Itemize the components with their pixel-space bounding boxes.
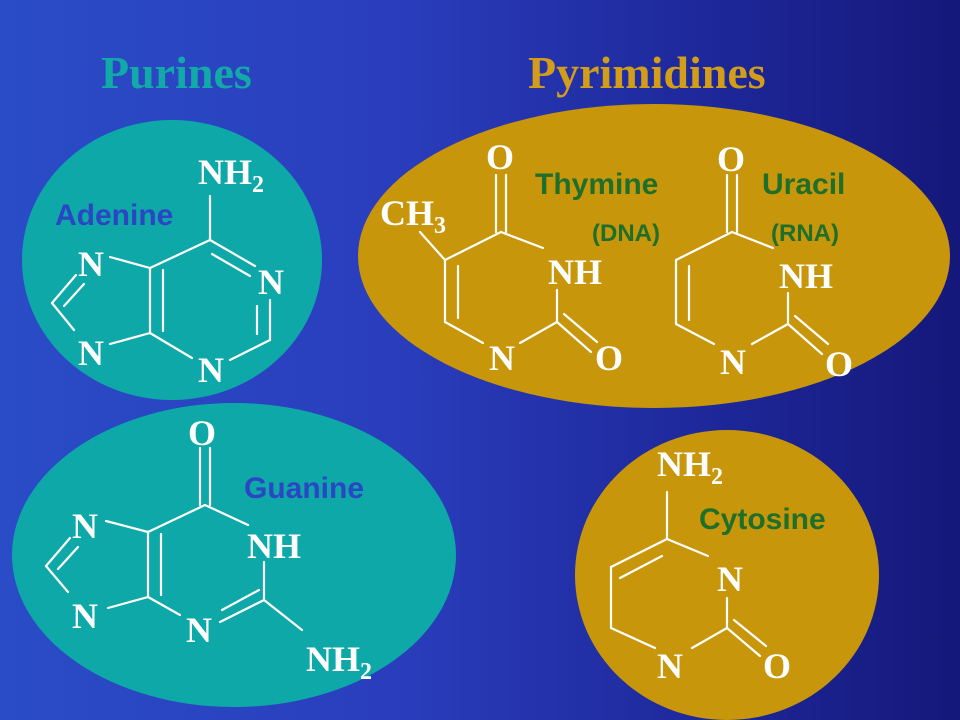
guanine-oxygen: O: [188, 413, 217, 453]
uracil-nh: NH: [779, 256, 833, 296]
guanine-name: Guanine: [244, 472, 365, 505]
cytosine-n-ring: N: [717, 559, 743, 599]
cytosine-n: N: [657, 646, 683, 686]
adenine-ellipse: [22, 120, 322, 400]
uracil-o-top: O: [717, 139, 746, 179]
thymine-bonds: [418, 173, 599, 354]
guanine-bonds: [44, 446, 304, 632]
uracil-name: Uracil: [762, 168, 846, 201]
adenine-n9: N: [78, 333, 104, 373]
cytosine-name: Cytosine: [699, 503, 826, 536]
adenine-bonds: [50, 194, 272, 362]
thymine-methyl: CH3: [380, 193, 446, 238]
purines-heading: Purines: [101, 47, 252, 98]
adenine-n1: N: [258, 262, 284, 302]
thymine-o-bottom: O: [595, 338, 624, 378]
guanine-n3: N: [186, 610, 212, 650]
cytosine-amine-sub: 2: [711, 464, 723, 490]
cytosine-amine: NH2: [657, 444, 723, 489]
thymine-n: N: [489, 338, 515, 378]
guanine-n7: N: [72, 506, 98, 546]
thymine-methyl-sub: 3: [434, 213, 446, 239]
guanine-ellipse: [12, 403, 456, 707]
cytosine-o: O: [763, 646, 792, 686]
uracil-note: (RNA): [771, 220, 839, 247]
adenine-n7: N: [78, 244, 104, 284]
adenine-amine-text: NH: [198, 152, 252, 192]
thymine-nh: NH: [548, 252, 602, 292]
guanine-amine: NH2: [306, 639, 372, 684]
adenine-amine-sub: 2: [252, 172, 264, 198]
guanine-amine-sub: 2: [360, 659, 372, 685]
guanine-nh: NH: [247, 526, 301, 566]
uracil-bonds: [674, 173, 830, 356]
pyrimidines-heading: Pyrimidines: [528, 47, 766, 98]
guanine-n9: N: [72, 596, 98, 636]
adenine-name: Adenine: [55, 199, 174, 232]
thymine-name: Thymine: [535, 168, 659, 201]
adenine-amine: NH2: [198, 152, 264, 197]
cytosine-bonds: [609, 490, 768, 658]
pyrimidine-ellipse: [358, 104, 950, 408]
adenine-n3: N: [198, 350, 224, 390]
uracil-n: N: [720, 342, 746, 382]
thymine-methyl-text: CH: [380, 193, 434, 233]
uracil-o-bottom: O: [825, 344, 854, 384]
cytosine-amine-text: NH: [657, 444, 711, 484]
guanine-amine-text: NH: [306, 639, 360, 679]
cytosine-ellipse: [575, 430, 879, 720]
thymine-o-top: O: [486, 137, 515, 177]
thymine-note: (DNA): [592, 220, 660, 247]
